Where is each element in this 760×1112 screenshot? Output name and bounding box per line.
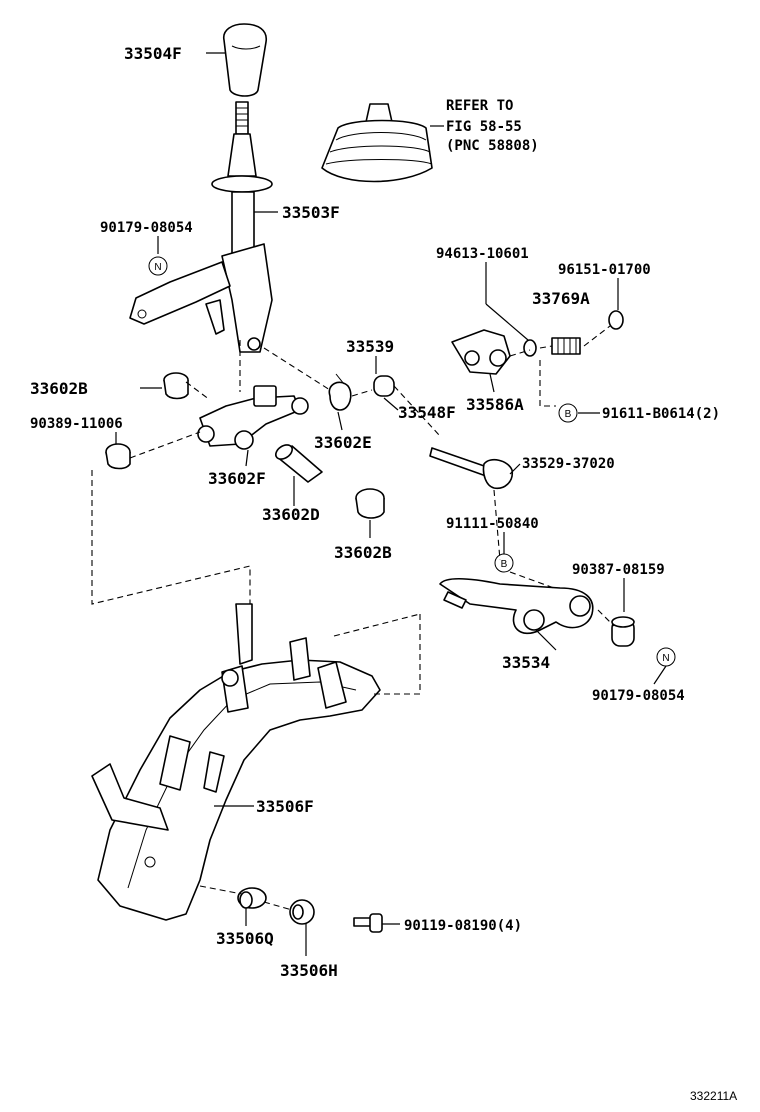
refer-line-3: (PNC 58808) — [446, 138, 539, 154]
base-bracket-33506f — [91, 603, 381, 921]
lever-33534 — [439, 577, 594, 635]
label-33548f: 33548F — [398, 403, 456, 422]
assembly-dashed-lines — [91, 325, 615, 911]
label-33534: 33534 — [502, 653, 550, 672]
n-marker-top: N — [148, 256, 168, 276]
shift-knob-part — [222, 23, 268, 97]
leader-lines — [115, 52, 667, 956]
label-90389: 90389-11006 — [30, 416, 123, 432]
label-90387: 90387-08159 — [572, 562, 665, 578]
label-33504f: 33504F — [124, 44, 182, 63]
refer-line-1: REFER TO — [446, 98, 513, 114]
label-33506q: 33506Q — [216, 929, 274, 948]
bracket-33586a — [451, 329, 511, 375]
label-33586a: 33586A — [466, 395, 524, 414]
label-90119: 90119-08190(4) — [404, 918, 522, 934]
bushing-33602b-bottom — [355, 488, 385, 519]
n-marker-top-text: N — [154, 262, 161, 273]
clip-33602e — [328, 373, 352, 411]
label-33602b-top: 33602B — [30, 379, 88, 398]
label-33539: 33539 — [346, 337, 394, 356]
b-marker-lever: B — [494, 553, 514, 573]
spring-33769a — [551, 337, 581, 355]
label-94613: 94613-10601 — [436, 246, 529, 262]
label-33602b-bottom: 33602B — [334, 543, 392, 562]
label-33506h: 33506H — [280, 961, 338, 980]
label-33602f: 33602F — [208, 469, 266, 488]
bolt-33529 — [429, 447, 514, 490]
label-33602e: 33602E — [314, 433, 372, 452]
bushing-33506h — [289, 899, 315, 925]
b-marker-right-text: B — [565, 409, 572, 420]
bolt-90119 — [353, 913, 383, 933]
ring-96151 — [608, 310, 624, 330]
shift-boot-part — [321, 103, 433, 183]
label-90179-bottom: 90179-08054 — [592, 688, 685, 704]
label-91611: 91611-B0614(2) — [602, 406, 720, 422]
n-marker-bottom-text: N — [662, 653, 669, 664]
figure-id: 332211A — [690, 1089, 737, 1103]
washer-94613 — [523, 339, 537, 357]
label-33506f: 33506F — [256, 797, 314, 816]
bushing-33506q — [237, 887, 267, 909]
lever-thread — [235, 101, 249, 135]
shift-lever-part — [129, 133, 273, 353]
bushing-33539 — [373, 375, 395, 397]
refer-line-2: FIG 58-55 — [446, 119, 522, 135]
label-91111: 91111-50840 — [446, 516, 539, 532]
pin-33602d — [275, 444, 323, 483]
label-90179-top: 90179-08054 — [100, 220, 193, 236]
b-marker-lever-text: B — [501, 559, 508, 570]
label-33503f: 33503F — [282, 203, 340, 222]
n-marker-bottom: N — [656, 647, 676, 667]
pivot-shaft-part — [197, 385, 309, 450]
bushing-33602b-top — [163, 372, 189, 400]
bushing-90389 — [105, 443, 131, 470]
label-33529: 33529-37020 — [522, 456, 615, 472]
label-33769a: 33769A — [532, 289, 590, 308]
b-marker-right: B — [558, 403, 578, 423]
label-33602d: 33602D — [262, 505, 320, 524]
label-96151: 96151-01700 — [558, 262, 651, 278]
collar-90387 — [611, 616, 635, 647]
